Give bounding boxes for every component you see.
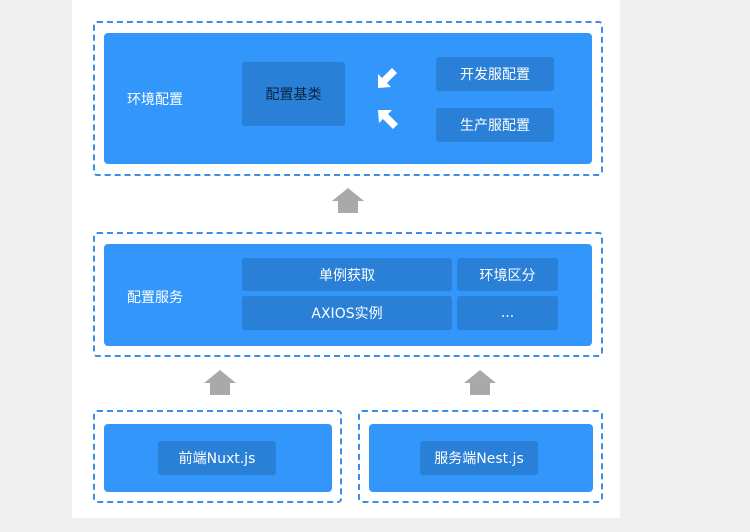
up-arrow-icon bbox=[204, 370, 236, 395]
up-arrow-icon bbox=[332, 188, 364, 213]
dev-config-block: 开发服配置 bbox=[436, 57, 554, 91]
config-service-layer: 配置服务 单例获取 环境区分 AXIOS实例 ... bbox=[93, 232, 603, 357]
env-distinguish-block: 环境区分 bbox=[457, 258, 558, 291]
frontend-panel: 前端Nuxt.js bbox=[104, 424, 332, 492]
frontend-layer: 前端Nuxt.js bbox=[93, 410, 342, 503]
server-panel: 服务端Nest.js bbox=[369, 424, 593, 492]
singleton-block: 单例获取 bbox=[242, 258, 452, 291]
base-class-block: 配置基类 bbox=[242, 62, 345, 126]
diagram-canvas: 环境配置 配置基类 开发服配置 生产服配置 配置服务 单例获取 环境区分 AXI… bbox=[72, 0, 620, 518]
ellipsis-block: ... bbox=[457, 296, 558, 330]
frontend-block: 前端Nuxt.js bbox=[158, 441, 276, 475]
env-config-label: 环境配置 bbox=[127, 92, 183, 108]
down-left-arrow-icon bbox=[378, 68, 397, 88]
server-layer: 服务端Nest.js bbox=[358, 410, 603, 503]
server-block: 服务端Nest.js bbox=[420, 441, 538, 475]
config-service-panel: 配置服务 单例获取 环境区分 AXIOS实例 ... bbox=[104, 244, 592, 346]
env-config-panel: 环境配置 配置基类 开发服配置 生产服配置 bbox=[104, 33, 592, 164]
axios-instance-block: AXIOS实例 bbox=[242, 296, 452, 330]
config-service-label: 配置服务 bbox=[127, 290, 183, 306]
up-left-arrow-icon bbox=[378, 110, 398, 129]
prod-config-block: 生产服配置 bbox=[436, 108, 554, 142]
env-config-layer: 环境配置 配置基类 开发服配置 生产服配置 bbox=[93, 21, 603, 176]
up-arrow-icon bbox=[464, 370, 496, 395]
